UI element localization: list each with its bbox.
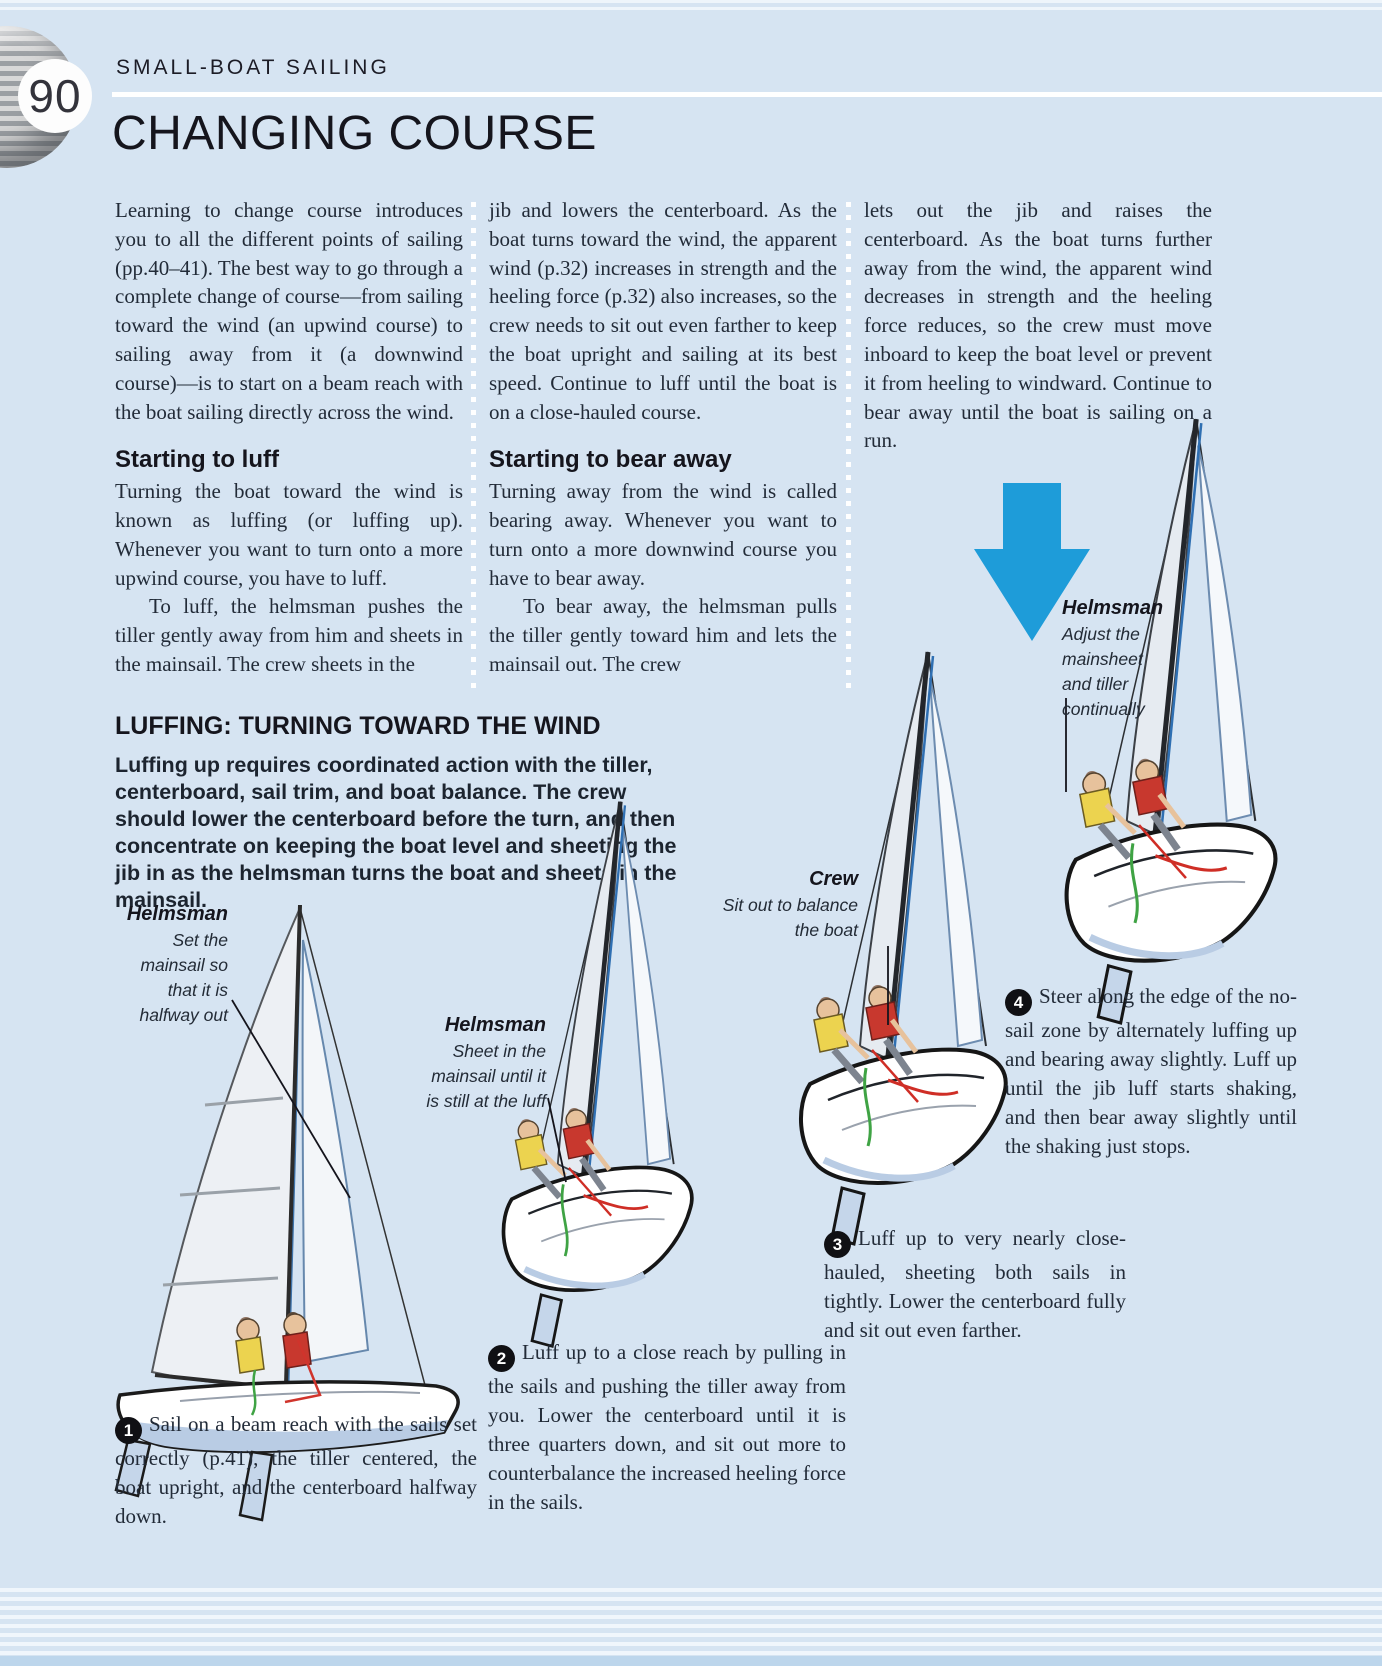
step-badge: 4 [1005, 989, 1032, 1016]
dotted-column-divider [846, 202, 851, 690]
footer-bar [0, 1656, 1382, 1666]
intro-column-2: jib and lowers the centerboard. As the b… [489, 196, 837, 679]
header-rule [112, 92, 1382, 97]
step-badge: 3 [824, 1231, 851, 1258]
step-text: Sail on a beam reach with the sails set … [115, 1412, 477, 1528]
label-note: Sheet in the mainsail until it is still … [426, 1041, 546, 1111]
luffing-sequence-illustration [114, 380, 1382, 1522]
paragraph: To bear away, the helmsman pulls the til… [489, 594, 837, 676]
subheading-starting-to-luff: Starting to luff [115, 446, 279, 474]
page-number: 90 [28, 70, 82, 122]
down-arrow-icon [974, 483, 1090, 641]
section-label: SMALL-BOAT SAILING [116, 56, 390, 79]
intro-column-1: Learning to change course introduces you… [115, 196, 463, 679]
intro-column-3: lets out the jib and raises the centerbo… [864, 196, 1212, 455]
label-note: Sit out to balance the boat [722, 895, 858, 940]
step-text: Luff up to very nearly close-hauled, she… [824, 1226, 1126, 1342]
label-helmsman-boat2: Helmsman Sheet in the mainsail until it … [414, 1014, 546, 1114]
footer-stripes [0, 1588, 1382, 1656]
subheading-starting-to-bear-away: Starting to bear away [489, 446, 732, 474]
paragraph: Turning away from the wind is called bea… [489, 479, 837, 590]
leader-line-helmsman2 [547, 1097, 567, 1183]
top-edge-stripes [0, 0, 1382, 10]
paragraph: To luff, the helmsman pushes the tiller … [115, 594, 463, 676]
leader-line-helmsman1 [231, 999, 351, 1199]
page-title: CHANGING COURSE [112, 107, 597, 160]
boat-illustration-3 [801, 652, 1006, 1244]
step-text: Steer along the edge of the no-sail zone… [1005, 984, 1297, 1158]
feature-intro: Luffing up requires coordinated action w… [115, 753, 677, 912]
page-number-circle: 90 [18, 59, 92, 133]
label-title: Helmsman [126, 903, 228, 925]
label-helmsman-boat1: Helmsman Set the mainsail so that it is … [116, 903, 228, 1027]
boat-illustration-1 [114, 904, 460, 1522]
paragraph: lets out the jib and raises the centerbo… [864, 198, 1212, 453]
paragraph: Learning to change course introduces you… [115, 198, 463, 424]
label-title: Helmsman [444, 1014, 546, 1036]
step-badge: 2 [488, 1345, 515, 1372]
paragraph: Turning the boat toward the wind is know… [115, 479, 463, 590]
label-note: Adjust the mainsheet and tiller continua… [1062, 624, 1145, 719]
label-helmsman-boat4: Helmsman Adjust the mainsheet and tiller… [1062, 597, 1174, 721]
dotted-column-divider [471, 202, 476, 690]
label-crew-boat3: Crew Sit out to balance the boat [722, 868, 858, 943]
label-note: Set the mainsail so that it is halfway o… [139, 930, 228, 1025]
step-text: Luff up to a close reach by pulling in t… [488, 1340, 846, 1514]
paragraph: jib and lowers the centerboard. As the b… [489, 198, 837, 424]
step-badge: 1 [115, 1417, 142, 1444]
feature-heading: LUFFING: TURNING TOWARD THE WIND [115, 712, 601, 740]
label-title: Crew [809, 868, 858, 890]
label-title: Helmsman [1062, 597, 1164, 619]
